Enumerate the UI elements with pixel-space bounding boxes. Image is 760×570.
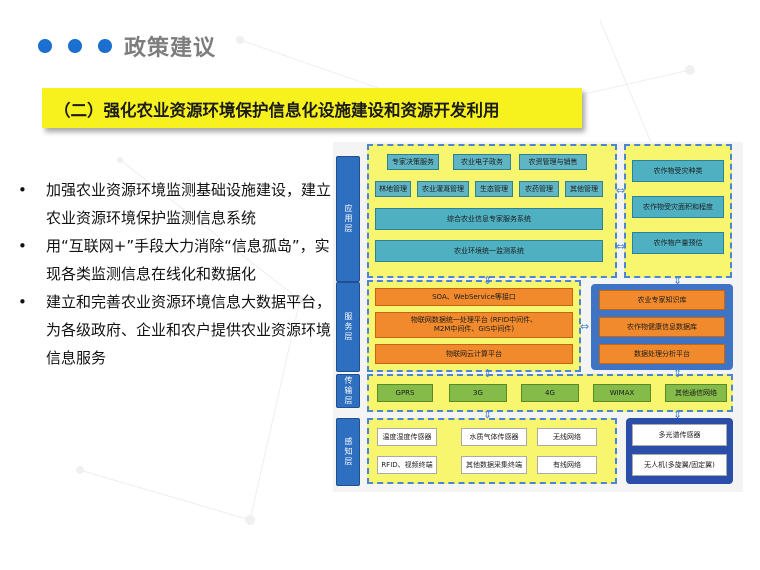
arrow-vertical-icon: ⇕: [673, 367, 683, 380]
page-title: 政策建议: [124, 36, 217, 61]
perception-panel: 温度湿度传感器 水质气体传感器 无线网络 RFID、视频终端 其他数据采集终端 …: [367, 418, 617, 484]
arrow-horizontal-icon: ⇔: [616, 240, 626, 253]
section-banner: （二）强化农业资源环境保护信息化设施建设和资源开发利用: [42, 88, 582, 128]
app-box: 林地管理: [375, 181, 411, 197]
transport-box: WIMAX: [593, 384, 651, 402]
bullet-list: •加强农业资源环境监测基础设施建设，建立农业资源环境保护监测信息系统 •用“互联…: [18, 176, 336, 372]
bullet-item: •用“互联网+”手段大力消除“信息孤岛”，实现各类监测信息在线化和数据化: [18, 237, 330, 283]
app-box: 农业灌溉管理: [417, 181, 469, 197]
perception-right-panel: 多光谱传感器 无人机(多旋翼/固定翼): [626, 418, 733, 484]
transport-box: GPRS: [377, 384, 433, 402]
bullet-text: 用“互联网+”手段大力消除“信息孤岛”，实现各类监测信息在线化和数据化: [46, 237, 330, 283]
app-box: 其他管理: [565, 181, 603, 197]
layer-label-transport: 传输层: [336, 374, 360, 408]
service-cloud-platform-box: 物联网云计算平台: [375, 344, 573, 364]
service-right-box: 数据处理分析平台: [599, 344, 725, 364]
perception-box: 水质气体传感器: [461, 428, 527, 446]
app-box: 专家决策服务: [387, 154, 439, 170]
header-dot-3: [98, 39, 112, 53]
perception-box: RFID、视频终端: [377, 456, 437, 474]
app-right-box: 农作物受灾种类: [632, 160, 724, 182]
service-right-panel: 农业专家知识库 农作物健康信息数据库 数据处理分析平台: [591, 284, 733, 370]
architecture-diagram: 应用层 服务层 传输层 感知层 专家决策服务 农业电子政务 农资管理与销售 林地…: [333, 142, 743, 492]
perception-right-box: 无人机(多旋翼/固定翼): [632, 454, 727, 476]
app-right-box: 农作物产量预估: [632, 232, 724, 254]
app-box: 生态管理: [475, 181, 513, 197]
perception-box: 有线网络: [537, 456, 597, 474]
app-box: 农药管理: [519, 181, 559, 197]
perception-box: 其他数据采集终端: [461, 456, 527, 474]
arrow-vertical-icon: ⇕: [483, 274, 493, 287]
app-expert-system-box: 综合农业信息专家服务系统: [375, 208, 603, 230]
app-right-box: 农作物受灾面积和程度: [632, 196, 724, 218]
application-panel: 专家决策服务 农业电子政务 农资管理与销售 林地管理 农业灌溉管理 生态管理 农…: [367, 144, 617, 278]
transport-panel: GPRS 3G 4G WIMAX 其他通信网络: [367, 374, 733, 412]
service-iot-platform-box: 物联网数据统一处理平台 (RFID中间件、M2M中间件、GIS中间件): [375, 312, 573, 338]
arrow-horizontal-icon: ⇔: [580, 320, 590, 333]
bullet-item: •加强农业资源环境监测基础设施建设，建立农业资源环境保护监测信息系统: [18, 181, 332, 227]
section-banner-text: （二）强化农业资源环境保护信息化设施建设和资源开发利用: [54, 101, 500, 120]
service-interface-box: SOA、WebService等接口: [375, 288, 573, 306]
arrow-horizontal-icon: ⇔: [616, 184, 626, 197]
header-dot-2: [68, 39, 82, 53]
service-panel: SOA、WebService等接口 物联网数据统一处理平台 (RFID中间件、M…: [367, 280, 581, 372]
perception-box: 温度湿度传感器: [377, 428, 437, 446]
arrow-vertical-icon: ⇕: [483, 367, 493, 380]
arrow-vertical-icon: ⇕: [483, 408, 493, 421]
service-right-box: 农作物健康信息数据库: [599, 317, 725, 337]
bullet-text: 建立和完善农业资源环境信息大数据平台，为各级政府、企业和农户提供农业资源环境信息…: [46, 293, 332, 367]
perception-right-box: 多光谱传感器: [632, 424, 727, 446]
bullet-item: •建立和完善农业资源环境信息大数据平台，为各级政府、企业和农户提供农业资源环境信…: [18, 293, 332, 367]
service-right-box: 农业专家知识库: [599, 290, 725, 310]
app-monitor-system-box: 农业环境统一监测系统: [375, 240, 603, 262]
app-box: 农业电子政务: [453, 154, 511, 170]
transport-box: 4G: [521, 384, 579, 402]
transport-box: 其他通信网络: [665, 384, 727, 402]
app-box: 农资管理与销售: [519, 154, 587, 170]
transport-box: 3G: [449, 384, 507, 402]
arrow-vertical-icon: ⇕: [673, 274, 683, 287]
layer-label-perception: 感知层: [336, 418, 360, 486]
perception-box: 无线网络: [537, 428, 597, 446]
layer-label-application: 应用层: [336, 156, 360, 282]
arrow-vertical-icon: ⇕: [673, 408, 683, 421]
service-iot-platform-text: 物联网数据统一处理平台 (RFID中间件、M2M中间件、GIS中间件): [410, 316, 538, 333]
layer-label-service: 服务层: [336, 282, 360, 372]
application-right-panel: 农作物受灾种类 农作物受灾面积和程度 农作物产量预估: [624, 144, 732, 278]
header-dot-1: [38, 39, 52, 53]
bullet-text: 加强农业资源环境监测基础设施建设，建立农业资源环境保护监测信息系统: [46, 181, 332, 227]
